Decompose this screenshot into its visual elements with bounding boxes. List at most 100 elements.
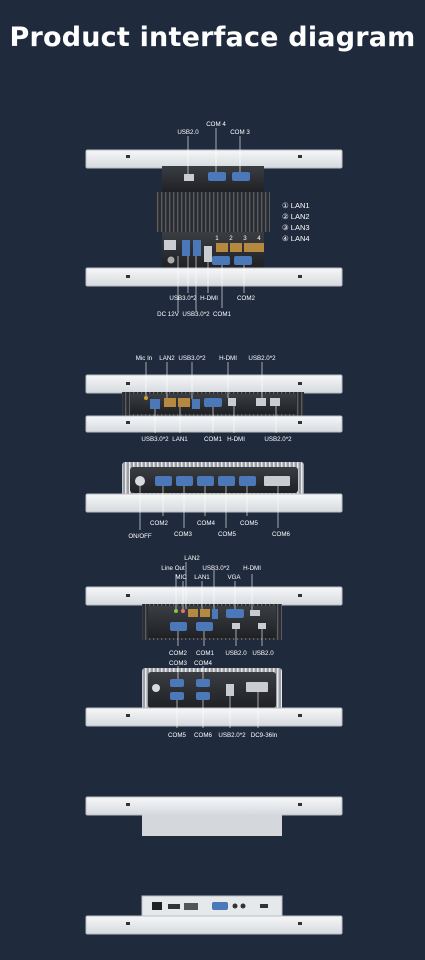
- display-panel: [85, 493, 343, 513]
- port-number: 3: [243, 235, 247, 242]
- display-panel: [85, 415, 343, 433]
- mount-hole: [298, 714, 302, 717]
- label-com3: COM 3: [230, 129, 250, 136]
- label-com1: COM1: [204, 436, 222, 443]
- display-panel: [85, 915, 343, 935]
- mount-hole: [126, 275, 130, 278]
- page-title: Product interface diagram: [9, 22, 416, 53]
- lan-port: [244, 243, 256, 252]
- label-lan1: LAN1: [172, 436, 188, 443]
- lan-legend-item: ② LAN2: [282, 212, 310, 221]
- hdmi-port: [168, 904, 180, 909]
- label-usb20: USB2.0*2: [248, 355, 276, 362]
- audio-jack: [232, 903, 238, 909]
- label-com5: COM5: [240, 520, 258, 527]
- label-vga: VGA: [227, 574, 241, 581]
- dc-jack: [152, 902, 162, 910]
- db9-port: [204, 398, 222, 407]
- lan-port: [164, 398, 176, 407]
- mount-hole: [126, 421, 130, 424]
- label-usb20: USB2.0: [252, 650, 274, 657]
- lan-legend-item: ④ LAN4: [282, 234, 310, 243]
- label-com5: COM5: [218, 531, 236, 538]
- label-com2: COM2: [237, 295, 255, 302]
- mount-hole: [298, 155, 302, 158]
- audio-jack: [174, 609, 178, 613]
- audio-jack: [144, 396, 148, 400]
- chassis-bottom: [142, 814, 282, 836]
- view-6-top: [85, 796, 343, 836]
- view-1-top-rear: 1 2 3 4 COM 4 USB2.0 COM 3 ① LAN1 ② LAN2…: [85, 121, 343, 318]
- lan-legend-item: ① LAN1: [282, 201, 310, 210]
- view-5-com-side: COM3 COM4 COM5 COM6 USB2.0*2 DC9-36In: [85, 660, 343, 739]
- lan-legend-item: ③ LAN3: [282, 223, 310, 232]
- vga-port: [226, 609, 244, 618]
- label-usb30: USB3.0*2: [141, 436, 169, 443]
- lan-port: [216, 243, 228, 252]
- usb-port: [256, 398, 266, 406]
- label-com2: COM2: [150, 520, 168, 527]
- label-com6: COM6: [194, 732, 212, 739]
- mount-hole: [126, 594, 130, 597]
- mount-hole: [298, 275, 302, 278]
- label-usb20: USB2.0: [225, 650, 247, 657]
- db9-port: [176, 476, 193, 486]
- usb-port: [258, 623, 266, 629]
- db-connector: [184, 903, 198, 910]
- mount-hole: [298, 922, 302, 925]
- label-usb30: USB3.0*2: [169, 295, 197, 302]
- db9-port: [170, 622, 187, 631]
- lan-port: [230, 243, 242, 252]
- hdmi-port: [204, 246, 212, 262]
- mount-hole: [298, 803, 302, 806]
- label-usb20: USB2.0: [177, 129, 199, 136]
- db9-port: [239, 476, 256, 486]
- display-panel: [85, 796, 343, 816]
- power-button: [152, 684, 160, 692]
- usb3-port: [212, 609, 218, 619]
- hdmi-port: [250, 610, 260, 616]
- port-number: 4: [257, 235, 261, 242]
- db9-port: [208, 172, 226, 181]
- display-panel: [85, 707, 343, 727]
- label-lan2: LAN2: [159, 355, 175, 362]
- label-usb30: USB3.0*2: [182, 311, 210, 318]
- db9-port: [232, 172, 250, 181]
- view-3-com-side: COM2 COM4 COM5 COM6 ON/OFF COM3 COM5: [85, 462, 343, 540]
- audio-jack: [240, 903, 246, 909]
- db9-port: [170, 692, 184, 700]
- label-onoff: ON/OFF: [128, 533, 152, 540]
- db9-port: [196, 622, 213, 631]
- lan-port: [178, 398, 190, 407]
- label-dc: DC 12V: [157, 311, 180, 318]
- label-usb20: USB2.0*2: [218, 732, 246, 739]
- lan-port: [188, 609, 198, 617]
- dc-terminal: [246, 682, 268, 692]
- label-hdmi: H-DMI: [227, 436, 245, 443]
- label-mic-in: Mic In: [136, 355, 153, 362]
- usb-port: [232, 623, 240, 629]
- lan-port: [200, 609, 210, 617]
- display-panel: [85, 374, 343, 394]
- port-number: 2: [229, 235, 233, 242]
- power-button: [167, 256, 175, 264]
- usb3-port: [193, 240, 201, 256]
- usb-port: [270, 398, 280, 406]
- db9-port: [197, 476, 214, 486]
- db9-port: [196, 679, 210, 687]
- usb3-port: [182, 240, 190, 256]
- label-line-out: Line Out: [161, 565, 185, 572]
- db9-port: [218, 476, 235, 486]
- display-panel: [85, 149, 343, 169]
- db9-port: [234, 256, 252, 265]
- label-com3: COM3: [174, 531, 192, 538]
- mount-hole: [298, 382, 302, 385]
- mount-hole: [126, 803, 130, 806]
- view-4-io-side: LAN2 USB3.0*2 Line Out H-DMI MIC LAN1 VG…: [85, 555, 343, 657]
- lan-port: [256, 243, 264, 252]
- label-usb30: USB3.0*2: [178, 355, 206, 362]
- mount-hole: [126, 155, 130, 158]
- db-connector: [264, 476, 290, 486]
- db9-port: [170, 679, 184, 687]
